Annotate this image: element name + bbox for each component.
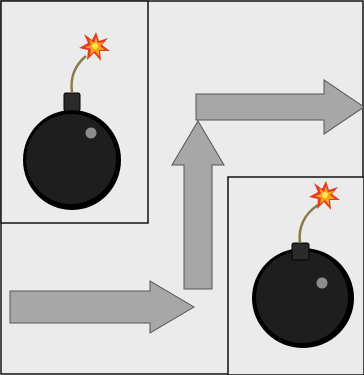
arrow-path-icon xyxy=(9,79,364,334)
path-top-right xyxy=(195,79,364,135)
spark-icon xyxy=(309,181,340,210)
path-vertical xyxy=(171,120,225,290)
path-bottom-left xyxy=(9,280,195,334)
bomb-icon[interactable] xyxy=(252,181,354,348)
bomb-icon[interactable] xyxy=(23,32,121,210)
spark-icon xyxy=(79,32,110,61)
